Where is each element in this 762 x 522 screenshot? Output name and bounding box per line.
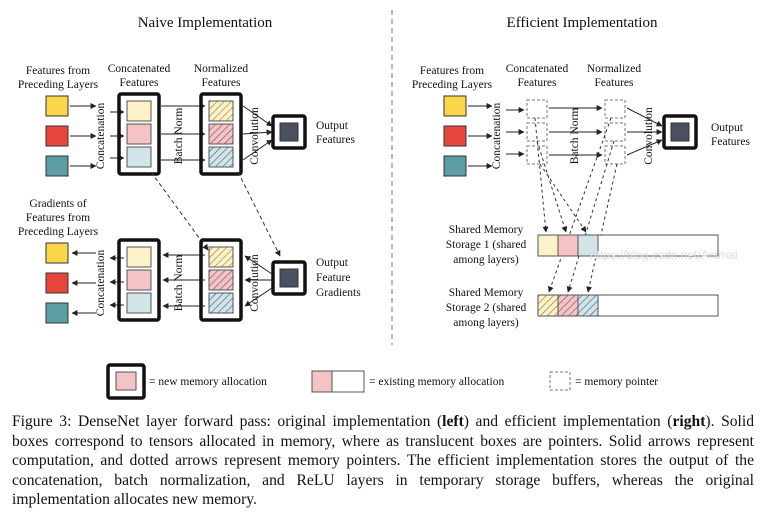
grad-square-teal [45,302,69,324]
naive-batchnorm-label: Batch Norm [173,108,185,165]
caption-bold-left: left [442,413,464,430]
caption-part-3: ). Solid boxes correspond to tensors all… [12,413,754,508]
eff-output-label-2: Features [711,136,750,148]
naive-grad-concatenation-label: Concatenation [95,250,107,317]
naive-concat-label-2: Features [120,77,159,89]
naive-features-label-2: Preceding Layers [18,79,99,91]
grad-square-yellow [45,242,69,264]
eff-norm-label-2: Features [595,77,634,89]
eff-norm-label: Normalized [587,63,642,75]
naive-concatenation-label: Concatenation [95,103,107,170]
naive-features-label: Features from [26,65,90,77]
naive-title: Naive Implementation [138,15,273,31]
eff-concat-label-2: Features [518,77,557,89]
caption-part-1: Figure 3: DenseNet layer forward pass: o… [12,413,443,430]
eff-batchnorm-label: Batch Norm [569,108,581,165]
naive-grad-output-box [271,260,307,296]
naive-grad-label: Gradients of [29,198,86,210]
legend-existing-alloc-label: = existing memory allocation [369,376,504,388]
naive-output-box [271,114,307,150]
densenet-figure: Naive Implementation Efficient Implement… [18,10,750,400]
naive-grad-concat-box [117,238,161,322]
shared-memory-2-label: Shared Memory [449,287,524,299]
naive-grad-norm-box [199,238,243,322]
naive-output-label: Output [316,120,349,132]
shared-memory-2-label-3: among layers) [453,317,519,329]
eff-square-red [443,125,467,147]
shared-memory-1-label: Shared Memory [449,224,524,236]
eff-square-yellow [443,95,467,117]
naive-concat-box [117,92,161,176]
naive-grad-label-3: Preceding Layers [18,226,99,238]
watermark: https://blog.csdn.net/Animal [590,248,738,262]
shared-memory-2-label-2: Storage 2 (shared [446,302,527,314]
naive-grad-batchnorm-label: Batch Norm [173,255,185,312]
shared-memory-1-label-3: among layers) [453,254,519,266]
caption-bold-right: right [672,413,706,430]
naive-norm-label: Normalized [194,63,249,75]
eff-output-box [662,114,698,150]
naive-grad-output-label-2: Feature [316,272,350,284]
efficient-title: Efficient Implementation [507,15,658,31]
caption-part-2: ) and efficient implementation ( [463,413,673,430]
figure-caption: Figure 3: DenseNet layer forward pass: o… [12,412,754,510]
legend-pointer-label: = memory pointer [575,376,658,388]
feature-square-teal [45,155,69,177]
eff-square-teal [443,155,467,177]
naive-grad-output-label-3: Gradients [316,287,361,299]
naive-concat-label: Concatenated [108,63,171,75]
eff-features-label: Features from [420,65,484,77]
eff-concatenation-label: Concatenation [491,103,503,170]
eff-concat-pointer [526,99,548,119]
naive-grad-label-2: Features from [26,212,90,224]
legend-new-alloc-icon [106,363,146,400]
naive-norm-box [199,92,243,176]
legend-pointer-icon [549,371,571,391]
eff-features-label-2: Preceding Layers [412,79,493,91]
feature-square-red [45,125,69,147]
eff-output-label: Output [711,122,744,134]
eff-convolution-label: Convolution [643,107,655,165]
naive-grad-output-label: Output [316,257,349,269]
legend-new-alloc-label: = new memory allocation [149,376,267,388]
feature-square-yellow [45,95,69,117]
eff-concat-label: Concatenated [506,63,569,75]
eff-norm-pointer [604,99,626,119]
naive-convolution-label: Convolution [249,107,261,165]
shared-memory-1-label-2: Storage 1 (shared [446,239,527,251]
naive-norm-label-2: Features [202,77,241,89]
naive-output-label-2: Features [316,134,355,146]
grad-square-red [45,272,69,294]
